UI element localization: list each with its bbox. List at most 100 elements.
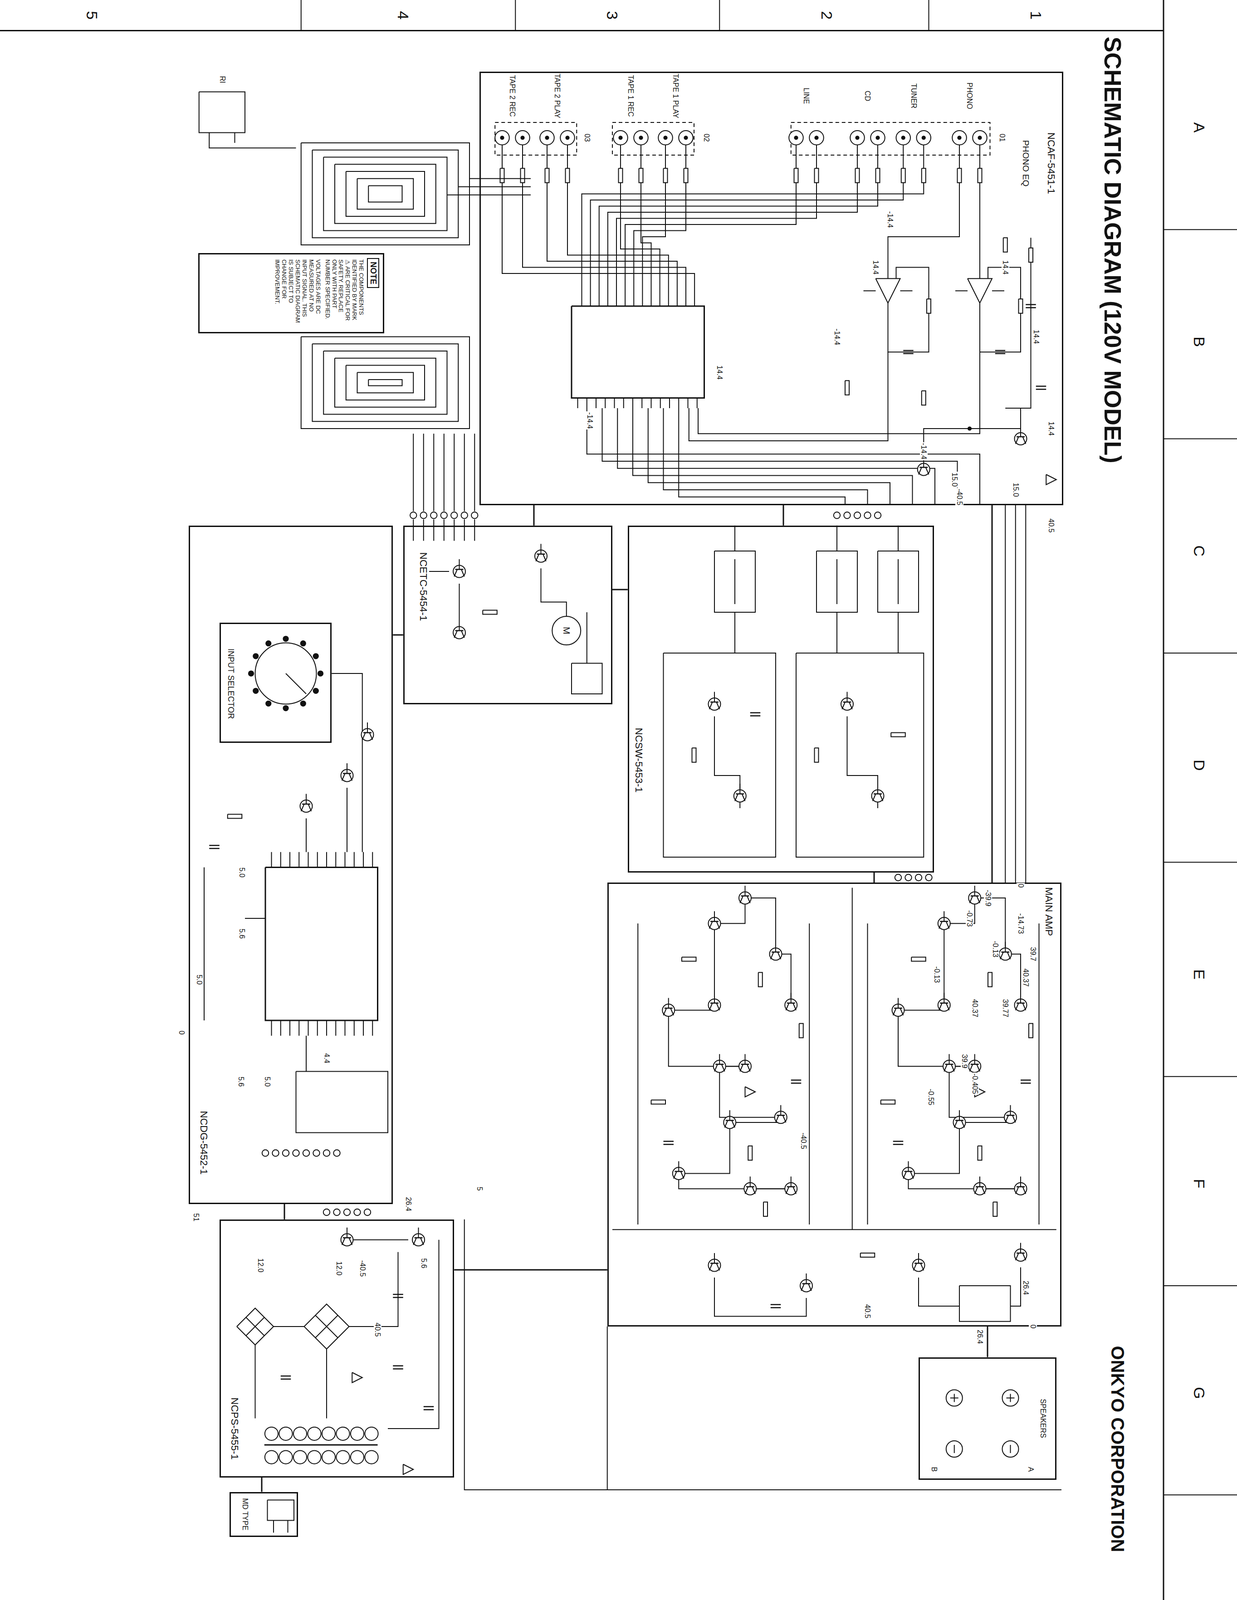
wire [713,923,715,1006]
voltage-label: 26.4 [975,1329,984,1345]
capacitor-symbol [392,1365,404,1367]
wire [959,1117,1011,1123]
wire [522,182,686,307]
switch-contact [313,653,319,659]
voltage-label: 0 [1016,883,1025,890]
transistor-symbol [849,702,853,710]
wire [625,182,797,307]
speaker-terminal [1002,1390,1019,1407]
transistor-symbol [976,1064,980,1072]
resistor-symbol [1018,298,1023,314]
resistor-symbol [855,168,860,183]
voltage-label: -14.4 [885,210,895,229]
transistor-symbol [1020,426,1022,438]
ac-plug [273,1520,274,1534]
transformer-coil [278,1427,293,1441]
transistor-symbol [908,1161,910,1173]
wire [443,433,445,512]
wire [317,1020,318,1037]
transistor-symbol [673,1171,677,1179]
jack-label: LINE [802,87,811,106]
wire [298,852,300,868]
wire [459,583,460,621]
transistor-symbol [780,1105,782,1116]
junction-dot [684,136,688,140]
voltage-label: 40.5 [373,1321,382,1338]
transistor-symbol [739,896,744,904]
relay-symbol [816,551,858,613]
transistor-symbol [938,1003,943,1011]
capacitor-symbol [893,1140,904,1143]
wire [586,398,588,409]
wire [867,923,869,1225]
transistor-symbol [305,794,307,805]
junction-dot [901,136,905,140]
board-name: INPUT SELECTOR [225,647,236,721]
capacitor-symbol [903,352,914,355]
rotary-switch [285,673,307,695]
voltage-label: -40.5 [955,488,964,507]
transformer-coil [336,1450,350,1464]
connector-pin [262,1149,269,1157]
transformer-coil [350,1450,364,1464]
wire [664,145,666,169]
wire [335,852,337,868]
connector-wire [612,589,628,591]
company-name: ONKYO CORPORATION [1107,1345,1128,1554]
grid-reference: F [1190,1178,1208,1190]
transistor-symbol [752,1187,756,1195]
transistor-symbol [841,702,846,710]
transformer-coil [364,1427,378,1441]
resistor-symbol [814,748,819,763]
transistor-symbol [308,804,312,812]
wire [698,352,980,434]
transistor-symbol [846,692,848,703]
capacitor-symbol [750,712,761,714]
wire [453,433,455,512]
resistor-symbol [748,1146,753,1161]
transistor-symbol [342,773,346,782]
wire [522,145,524,169]
frame-line [0,29,1164,32]
wire [1010,1267,1022,1307]
speaker-terminal [953,1445,955,1454]
voltage-label: 15.0 [950,471,959,488]
transistor-symbol [775,942,777,953]
wire [719,1066,781,1118]
wire [433,433,435,512]
resistor-symbol [482,610,498,615]
transistor-symbol [913,1263,917,1272]
wire [546,145,548,169]
circuit-board: NCPS-5455-1 [219,1219,455,1478]
wire [305,1036,307,1072]
transistor-symbol [680,1171,685,1179]
voltage-label: 0 [1028,1324,1037,1330]
wire [687,398,689,409]
transformer-coil [278,1450,293,1464]
wire [648,408,890,506]
transistor-symbol [535,554,539,562]
wire [614,398,616,409]
capacitor-symbol [423,1406,435,1408]
transistor-symbol [663,1008,667,1016]
wire [428,571,450,573]
switch-contact [300,640,306,646]
wire [412,433,414,512]
connector-pin [364,1209,371,1216]
note-text: VOLTAGES ARE DC MEASURED AT NO INPUT SIG… [273,258,322,329]
signal-wire [323,351,447,415]
voltage-label: -0.73 [965,909,974,928]
voltage-label: -14.4 [832,327,841,347]
wire [1005,954,1021,1006]
transistor-symbol [734,794,739,802]
voltage-label: -14.4 [919,442,929,461]
voltage-label: 14.4 [1031,328,1041,345]
voltage-label: 4.4 [322,1052,331,1065]
jack-symbol [952,130,967,146]
transistor-symbol [709,1003,713,1011]
connector-pin [461,512,468,519]
wire [979,145,981,169]
group-tag: 02 [702,132,711,143]
wire [353,852,355,868]
wire [581,182,925,307]
